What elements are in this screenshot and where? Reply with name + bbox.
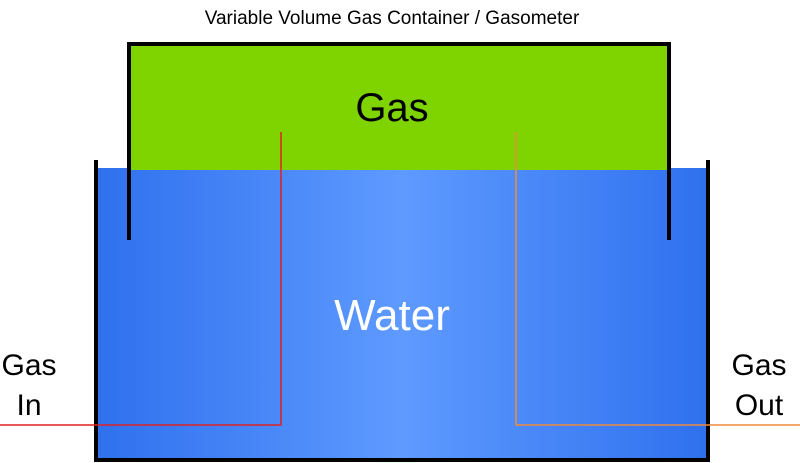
water-tank-outline (94, 160, 710, 462)
gas-outlet-pipe (515, 132, 800, 426)
gas-in-label-line1: Gas (1, 349, 56, 382)
gas-label: Gas (355, 86, 428, 130)
gas-bell-outline (127, 42, 671, 240)
gas-in-label-line2: In (16, 389, 41, 422)
diagram-title: Variable Volume Gas Container / Gasomete… (205, 8, 580, 29)
water-label: Water (334, 291, 450, 340)
gas-out-label-line2: Out (735, 389, 784, 422)
gas-out-label-line1: Gas (731, 349, 786, 382)
gas-space (129, 44, 669, 170)
water-body (96, 168, 708, 460)
gas-inlet-pipe (0, 132, 282, 426)
